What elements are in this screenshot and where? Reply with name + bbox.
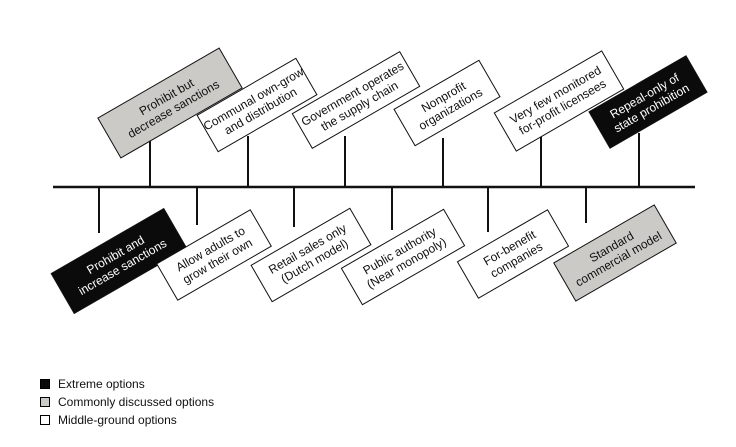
option-box-bg-for-profit-licensees: [493, 50, 625, 152]
legend-label-extreme: Extreme options: [58, 377, 145, 391]
option-box-bg-for-benefit-companies: [456, 209, 570, 299]
legend-swatch-middle: [40, 415, 50, 425]
option-box-bg-retail-sales-only: [250, 207, 372, 303]
option-box-bg-public-authority: [340, 208, 466, 306]
option-box-bg-prohibit-increase: [50, 207, 188, 315]
option-box-bg-communal-own-grow: [196, 57, 318, 153]
option-box-bg-allow-adults-grow: [156, 209, 272, 301]
option-box-bg-repeal-state-prohibition: [588, 55, 708, 149]
legend-label-common: Commonly discussed options: [58, 395, 215, 409]
option-box-bg-standard-commercial-model: [553, 204, 677, 302]
legend-label-middle: Middle-ground options: [58, 413, 177, 427]
legend-swatch-extreme: [40, 379, 50, 389]
option-box-bg-government-supply-chain: [291, 50, 421, 150]
legend: Extreme options Commonly discussed optio…: [40, 375, 214, 429]
legend-item-extreme: Extreme options: [40, 375, 214, 393]
option-box-bg-prohibit-decrease: [97, 47, 243, 159]
option-box-bg-nonprofit-organizations: [393, 59, 501, 147]
option-box-public-authority: Public authority(Near monopoly): [340, 208, 466, 306]
legend-item-common: Commonly discussed options: [40, 393, 214, 411]
legend-item-middle: Middle-ground options: [40, 411, 214, 429]
legend-swatch-common: [40, 397, 50, 407]
